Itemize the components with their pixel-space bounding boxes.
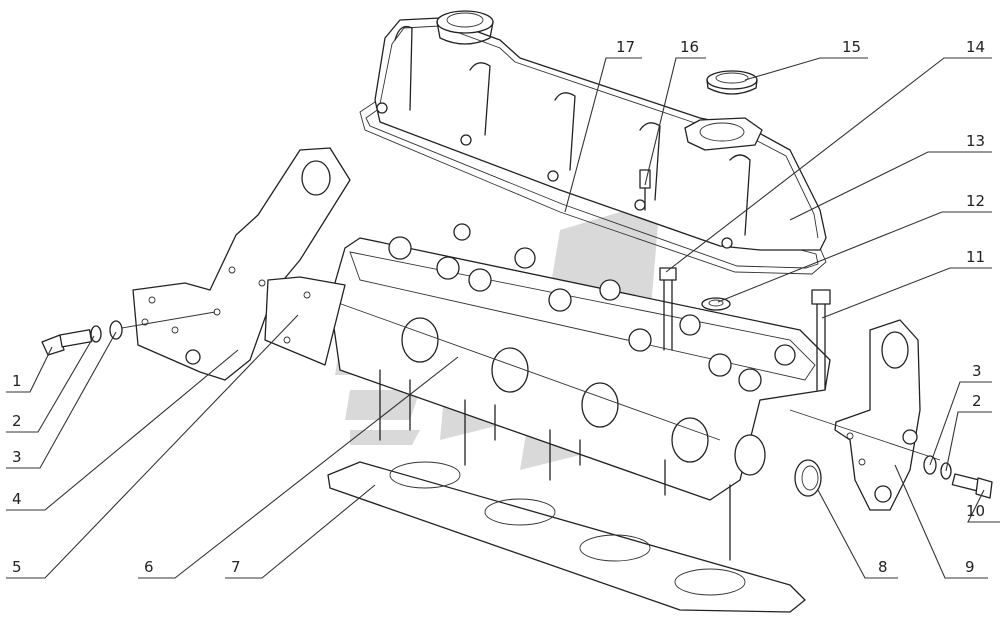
callout-17: 17 — [616, 38, 635, 56]
callout-1: 1 — [12, 372, 22, 390]
callout-4: 4 — [12, 490, 22, 508]
washer — [701, 297, 731, 311]
callout-8: 8 — [878, 558, 888, 576]
head-gasket — [327, 461, 806, 613]
leader-lines — [6, 57, 1000, 579]
right-bolt-set — [923, 455, 993, 499]
callout-15: 15 — [842, 38, 861, 56]
right-lifting-bracket — [789, 319, 941, 511]
plate — [264, 276, 346, 366]
callout-6: 6 — [144, 558, 154, 576]
callout-10: 10 — [966, 502, 985, 520]
callout-2: 2 — [12, 412, 22, 430]
valve-cover — [359, 10, 827, 275]
stud-bolt — [639, 169, 651, 211]
callout-13: 13 — [966, 132, 985, 150]
left-bolt-set — [41, 311, 216, 356]
cylinder-head — [329, 223, 831, 561]
callout-labels: 1 2 3 4 5 6 7 8 9 10 11 12 13 14 15 16 1… — [12, 38, 985, 576]
plug-cap — [794, 459, 822, 497]
callout-2-right: 2 — [972, 392, 982, 410]
seal-ring — [706, 70, 758, 95]
callout-16: 16 — [680, 38, 699, 56]
callout-9: 9 — [965, 558, 975, 576]
callout-12: 12 — [966, 192, 985, 210]
long-bolts — [659, 267, 831, 391]
callout-5: 5 — [12, 558, 22, 576]
callout-3: 3 — [12, 448, 22, 466]
callout-14: 14 — [966, 38, 985, 56]
callout-11: 11 — [966, 248, 985, 266]
callout-3-right: 3 — [972, 362, 982, 380]
callout-7: 7 — [231, 558, 241, 576]
